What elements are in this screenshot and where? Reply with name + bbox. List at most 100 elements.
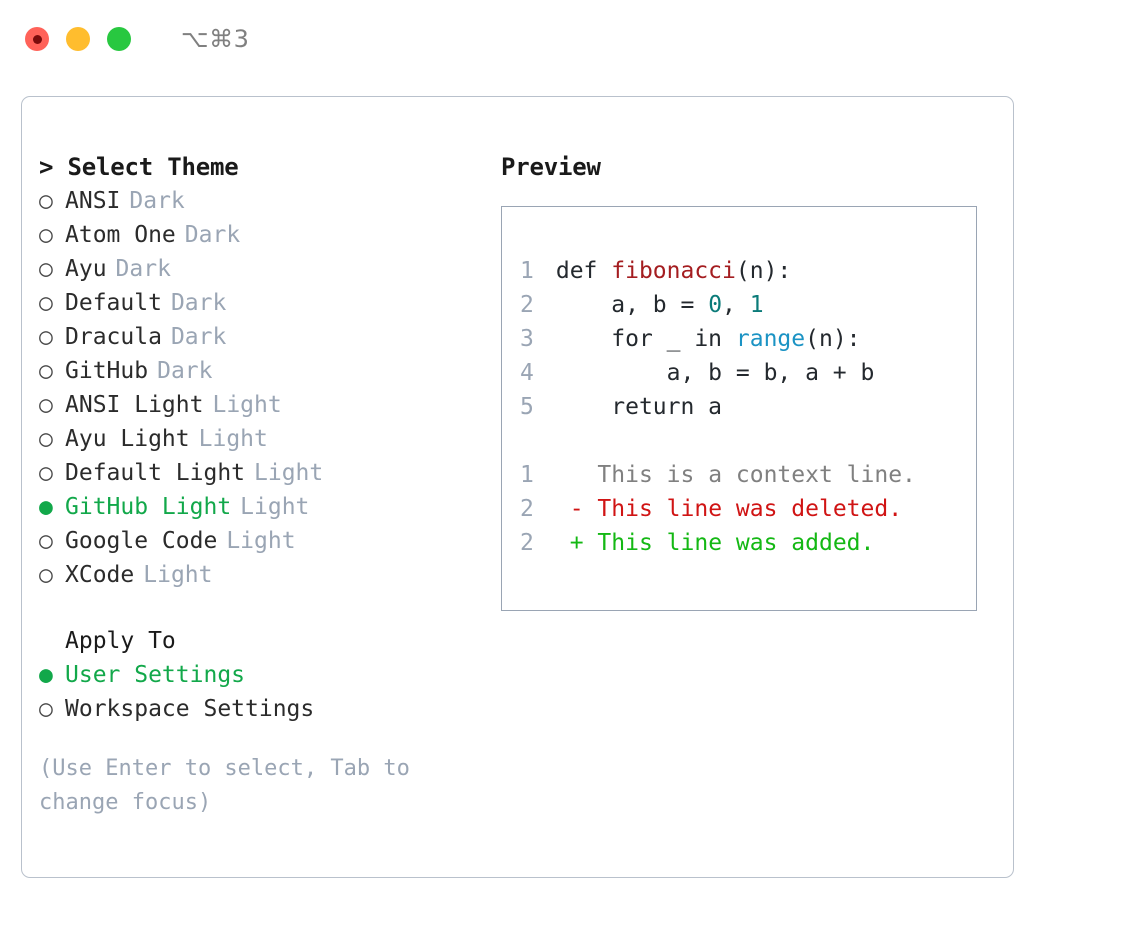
diff-marker — [570, 462, 584, 488]
preview-header: Preview — [501, 153, 601, 181]
code-token-call: range — [735, 326, 806, 352]
code-token-number: 1 — [749, 292, 764, 318]
spacer — [520, 424, 976, 458]
zoom-button[interactable] — [107, 27, 131, 51]
theme-option-label: ANSI Light — [65, 392, 204, 418]
radio-unselected-icon: ○ — [39, 426, 53, 452]
code-token-plain: def — [555, 258, 612, 284]
diff-line-number: 1 — [520, 462, 534, 488]
radio-unselected-icon: ○ — [39, 324, 53, 350]
theme-option-row[interactable]: ○ Atom One Dark — [39, 218, 479, 252]
keyboard-shortcut-label: ⌥⌘3 — [181, 25, 250, 53]
theme-option-row[interactable]: ○ XCode Light — [39, 558, 479, 592]
theme-option-label: ANSI — [65, 188, 121, 214]
code-token-plain: a, b = — [555, 292, 709, 318]
code-line: 2 a, b = 0, 1 — [520, 288, 976, 322]
theme-option-label: Dracula — [65, 324, 162, 350]
diff-line-number: 2 — [520, 496, 534, 522]
theme-option-label: GitHub Light — [65, 494, 232, 520]
radio-unselected-icon: ○ — [39, 460, 53, 486]
select-theme-header: > Select Theme — [39, 153, 239, 181]
theme-option-row[interactable]: ○ ANSI Dark — [39, 184, 479, 218]
close-button[interactable] — [25, 27, 49, 51]
theme-variant-badge: Light — [240, 494, 310, 520]
diff-line: 2 + This line was added. — [520, 526, 976, 560]
line-number: 5 — [520, 394, 534, 420]
radio-unselected-icon: ○ — [39, 358, 53, 384]
radio-unselected-icon: ○ — [39, 696, 53, 722]
apply-to-option-row[interactable]: ○ Workspace Settings — [39, 692, 479, 726]
radio-unselected-icon: ○ — [39, 188, 53, 214]
theme-option-label: Default — [65, 290, 162, 316]
diff-line-number: 2 — [520, 530, 534, 556]
code-line: 5 return a — [520, 390, 976, 424]
apply-to-header: Apply To — [65, 628, 176, 654]
code-token-plain: a, b = b, a + b — [555, 360, 875, 386]
apply-to-option-row[interactable]: ● User Settings — [39, 658, 479, 692]
theme-variant-badge: Dark — [170, 290, 227, 316]
theme-option-row[interactable]: ○ Dracula Dark — [39, 320, 479, 354]
theme-variant-badge: Light — [212, 392, 282, 418]
theme-option-row[interactable]: ○ Ayu Light Light — [39, 422, 479, 456]
theme-option-label: XCode — [65, 562, 135, 588]
code-token-function: fibonacci — [611, 258, 736, 284]
radio-selected-icon: ● — [39, 662, 53, 688]
theme-option-row[interactable]: ○ Google Code Light — [39, 524, 479, 558]
diff-marker: - — [569, 496, 584, 522]
code-line: 1 def fibonacci(n): — [520, 254, 976, 288]
theme-option-label: Ayu — [65, 256, 107, 282]
radio-unselected-icon: ○ — [39, 528, 53, 554]
diff-marker: + — [569, 530, 584, 556]
code-token-number: 0 — [708, 292, 723, 318]
line-number: 3 — [520, 326, 534, 352]
radio-unselected-icon: ○ — [39, 290, 53, 316]
theme-option-label: GitHub — [65, 358, 149, 384]
theme-option-row[interactable]: ○ Default Dark — [39, 286, 479, 320]
theme-option-label: Atom One — [65, 222, 176, 248]
theme-option-row[interactable]: ○ ANSI Light Light — [39, 388, 479, 422]
theme-variant-badge: Dark — [170, 324, 227, 350]
diff-text: This line was deleted. — [597, 496, 903, 522]
code-token-plain: for _ in — [555, 326, 736, 352]
code-token-plain: , — [722, 292, 750, 318]
theme-variant-badge: Dark — [115, 256, 171, 282]
theme-option-row[interactable]: ○ GitHub Dark — [39, 354, 479, 388]
diff-line: 2 - This line was deleted. — [520, 492, 976, 526]
diff-sample: 1 This is a context line.2 - This line w… — [520, 458, 976, 560]
spacer — [39, 726, 479, 752]
apply-to-option-label: Workspace Settings — [65, 696, 315, 722]
theme-variant-badge: Light — [143, 562, 213, 588]
radio-unselected-icon: ○ — [39, 562, 53, 588]
radio-unselected-icon: ○ — [39, 392, 53, 418]
line-number: 2 — [520, 292, 534, 318]
code-token-plain: (n): — [805, 326, 861, 352]
title-bar: ⌥⌘3 — [0, 0, 1140, 78]
code-line: 4 a, b = b, a + b — [520, 356, 976, 390]
apply-to-list: ● User Settings ○ Workspace Settings — [39, 658, 479, 726]
line-number: 1 — [520, 258, 534, 284]
code-token-plain: (n): — [735, 258, 792, 284]
theme-option-label: Ayu Light — [65, 426, 190, 452]
recording-dot-icon — [32, 34, 42, 44]
diff-text: This line was added. — [597, 530, 875, 556]
theme-option-label: Default Light — [65, 460, 246, 486]
right-column: Preview 1 def fibonacci(n):2 a, b = 0, 1… — [501, 150, 1001, 611]
theme-variant-badge: Dark — [184, 222, 241, 248]
theme-variant-badge: Light — [226, 528, 296, 554]
minimize-button[interactable] — [66, 27, 90, 51]
theme-variant-badge: Dark — [157, 358, 213, 384]
radio-unselected-icon: ○ — [39, 222, 53, 248]
theme-option-label: Google Code — [65, 528, 218, 554]
theme-variant-badge: Dark — [129, 188, 185, 214]
apply-to-option-label: User Settings — [65, 662, 246, 688]
theme-variant-badge: Light — [198, 426, 268, 452]
